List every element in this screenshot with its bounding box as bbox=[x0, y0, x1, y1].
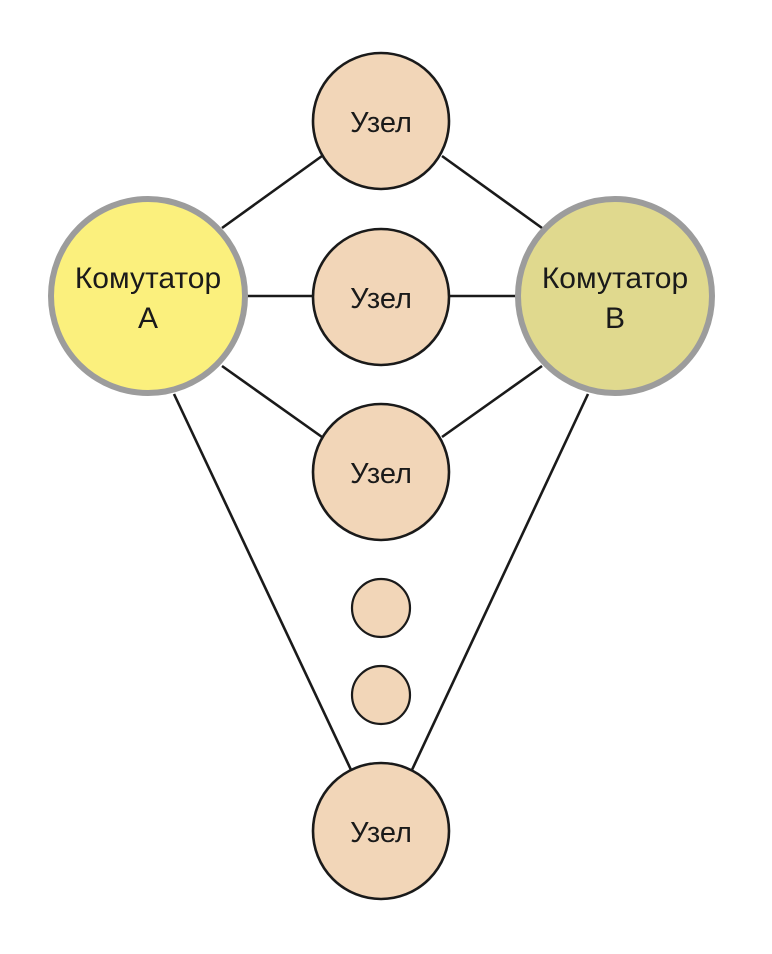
switch-b: Комутатор B bbox=[515, 196, 715, 396]
node-4-circle bbox=[311, 761, 451, 901]
link-a-node1 bbox=[221, 154, 323, 230]
switch-b-label: Комутатор bbox=[542, 262, 688, 295]
switch-b-circle bbox=[515, 196, 715, 396]
link-a-node3 bbox=[221, 364, 323, 439]
node-4: Узел bbox=[311, 761, 451, 901]
node-1-circle bbox=[311, 51, 451, 191]
switch-a-label: Комутатор bbox=[75, 262, 221, 295]
link-b-node1 bbox=[441, 154, 543, 230]
switch-a: Комутатор A bbox=[48, 196, 248, 396]
node-2: Узел bbox=[311, 227, 451, 367]
node-4-label: Узел bbox=[350, 817, 412, 849]
node-3: Узел bbox=[311, 402, 451, 542]
link-b-node3 bbox=[441, 364, 543, 439]
node-2-circle bbox=[311, 227, 451, 367]
node-1-label: Узел bbox=[350, 107, 412, 139]
link-a-node4 bbox=[172, 393, 354, 773]
switch-a-circle bbox=[48, 196, 248, 396]
node-1: Узел bbox=[311, 51, 451, 191]
ellipsis-dot-2 bbox=[350, 664, 412, 726]
switch-a-sublabel: A bbox=[138, 302, 158, 335]
switch-b-sublabel: B bbox=[605, 302, 625, 335]
node-2-label: Узел bbox=[350, 283, 412, 315]
node-3-label: Узел bbox=[350, 458, 412, 490]
node-3-circle bbox=[311, 402, 451, 542]
ellipsis-dot-1 bbox=[350, 577, 412, 639]
link-b-node4 bbox=[409, 393, 590, 773]
ellipsis-dots bbox=[350, 577, 412, 726]
links bbox=[172, 154, 590, 773]
